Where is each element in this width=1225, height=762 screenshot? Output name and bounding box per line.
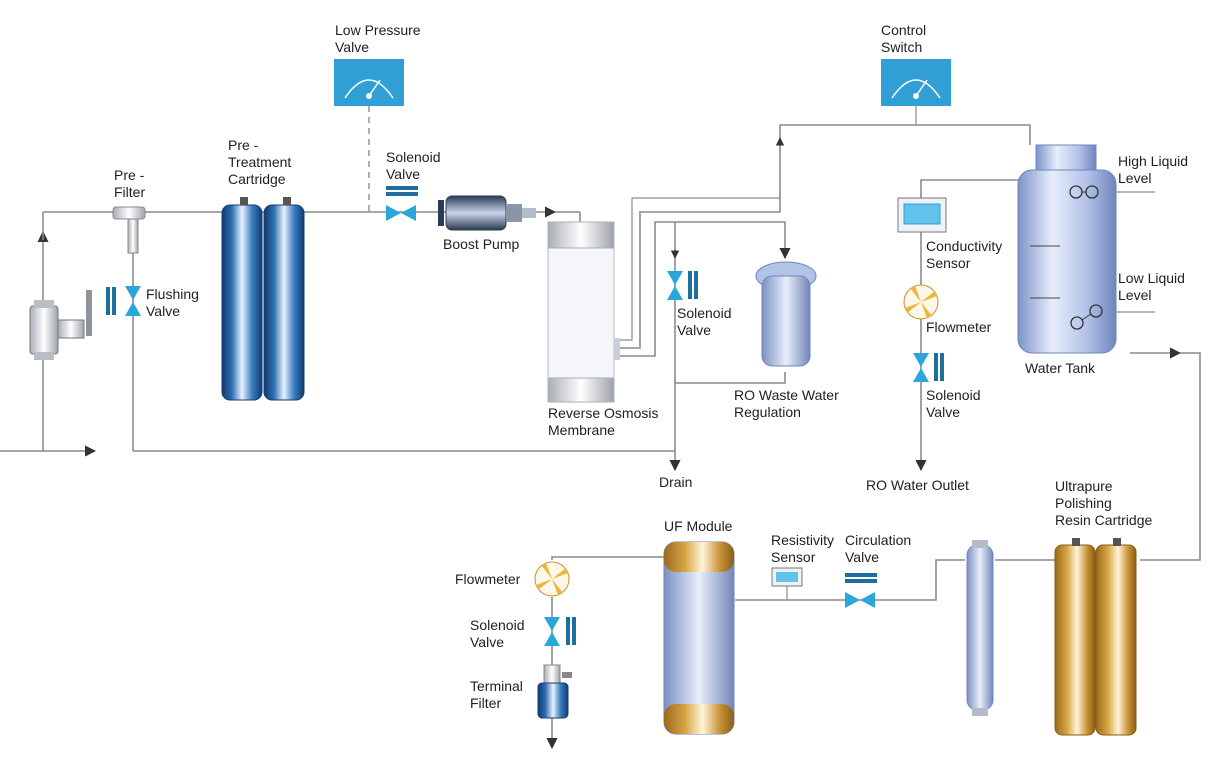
flushing-valve xyxy=(106,286,141,316)
solenoid-valve-4 xyxy=(544,617,576,646)
polishing-label-3: Resin Cartridge xyxy=(1055,512,1152,528)
pre-filter-label-2: Filter xyxy=(114,184,145,200)
control-switch-gauge xyxy=(881,59,951,106)
ro-waste-regulator xyxy=(755,261,817,367)
pipework xyxy=(0,106,1201,750)
solenoid-valve-4-label: Solenoid xyxy=(470,617,525,633)
solenoid-valve-2-label: Solenoid xyxy=(677,305,732,321)
terminal-filter-label: Terminal xyxy=(470,678,523,694)
low-pressure-label-2: Valve xyxy=(335,39,369,55)
circulation-valve xyxy=(845,573,877,608)
solenoid-valve-1 xyxy=(386,186,418,221)
low-pressure-label: Low Pressure xyxy=(335,22,421,38)
flowmeter-2 xyxy=(534,561,570,597)
water-tank-label: Water Tank xyxy=(1025,360,1096,376)
conductivity-label-2: Sensor xyxy=(926,255,971,271)
pretreatment-label: Pre - xyxy=(228,137,259,153)
flowmeter-1-label: Flowmeter xyxy=(926,319,992,335)
polishing-cartridge xyxy=(1054,538,1137,736)
pre-filter-label: Pre - xyxy=(114,167,145,183)
polishing-label-2: Polishing xyxy=(1055,495,1112,511)
solenoid-valve-1-label: Solenoid xyxy=(386,149,441,165)
solenoid-valve-3-label-2: Valve xyxy=(926,404,960,420)
inlet-ball-valve xyxy=(29,290,92,360)
control-switch-label-2: Switch xyxy=(881,39,922,55)
high-liquid-label: High Liquid xyxy=(1118,153,1188,169)
flowmeter-1 xyxy=(903,284,939,320)
low-pressure-gauge xyxy=(334,59,404,106)
circulation-valve-label-2: Valve xyxy=(845,549,879,565)
low-liquid-label: Low Liquid xyxy=(1118,270,1185,286)
conductivity-sensor xyxy=(897,197,947,233)
boost-pump xyxy=(438,195,536,231)
high-level-switch-icon xyxy=(1069,185,1099,199)
small-polishing-filter xyxy=(966,540,994,716)
solenoid-valve-3 xyxy=(913,353,944,382)
solenoid-valve-3-label: Solenoid xyxy=(926,387,981,403)
polishing-label: Ultrapure xyxy=(1055,478,1113,494)
resistivity-sensor xyxy=(771,567,803,587)
solenoid-valve-4-label-2: Valve xyxy=(470,634,504,650)
ro-membrane-label-2: Membrane xyxy=(548,422,615,438)
drain-label: Drain xyxy=(659,474,692,490)
ro-waste-label: RO Waste Water xyxy=(734,387,839,403)
flushing-valve-label: Flushing xyxy=(146,286,199,302)
pre-filter xyxy=(112,206,146,254)
resistivity-label-2: Sensor xyxy=(771,549,816,565)
control-switch-label: Control xyxy=(881,22,926,38)
resistivity-label: Resistivity xyxy=(771,532,834,548)
low-liquid-label-2: Level xyxy=(1118,287,1151,303)
circulation-valve-label: Circulation xyxy=(845,532,911,548)
conductivity-label: Conductivity xyxy=(926,238,1002,254)
ro-membrane-label: Reverse Osmosis xyxy=(548,405,658,421)
terminal-filter xyxy=(537,664,572,719)
terminal-filter-label-2: Filter xyxy=(470,695,501,711)
water-tank xyxy=(1017,144,1117,354)
solenoid-valve-1-label-2: Valve xyxy=(386,166,420,182)
solenoid-valve-2 xyxy=(667,271,698,300)
high-liquid-label-2: Level xyxy=(1118,170,1151,186)
ro-membrane xyxy=(547,221,620,403)
pretreatment-label-2: Treatment xyxy=(228,154,291,170)
pretreatment-cartridge xyxy=(221,197,305,401)
solenoid-valve-2-label-2: Valve xyxy=(677,322,711,338)
flushing-valve-label-2: Valve xyxy=(146,303,180,319)
flowmeter-2-label: Flowmeter xyxy=(455,571,521,587)
ro-waste-label-2: Regulation xyxy=(734,404,801,420)
uf-module-label: UF Module xyxy=(664,518,733,534)
low-level-switch-icon xyxy=(1070,304,1103,330)
boost-pump-label: Boost Pump xyxy=(443,236,519,252)
uf-module xyxy=(663,541,735,735)
pretreatment-label-3: Cartridge xyxy=(228,171,286,187)
ro-water-outlet-label: RO Water Outlet xyxy=(866,477,969,493)
